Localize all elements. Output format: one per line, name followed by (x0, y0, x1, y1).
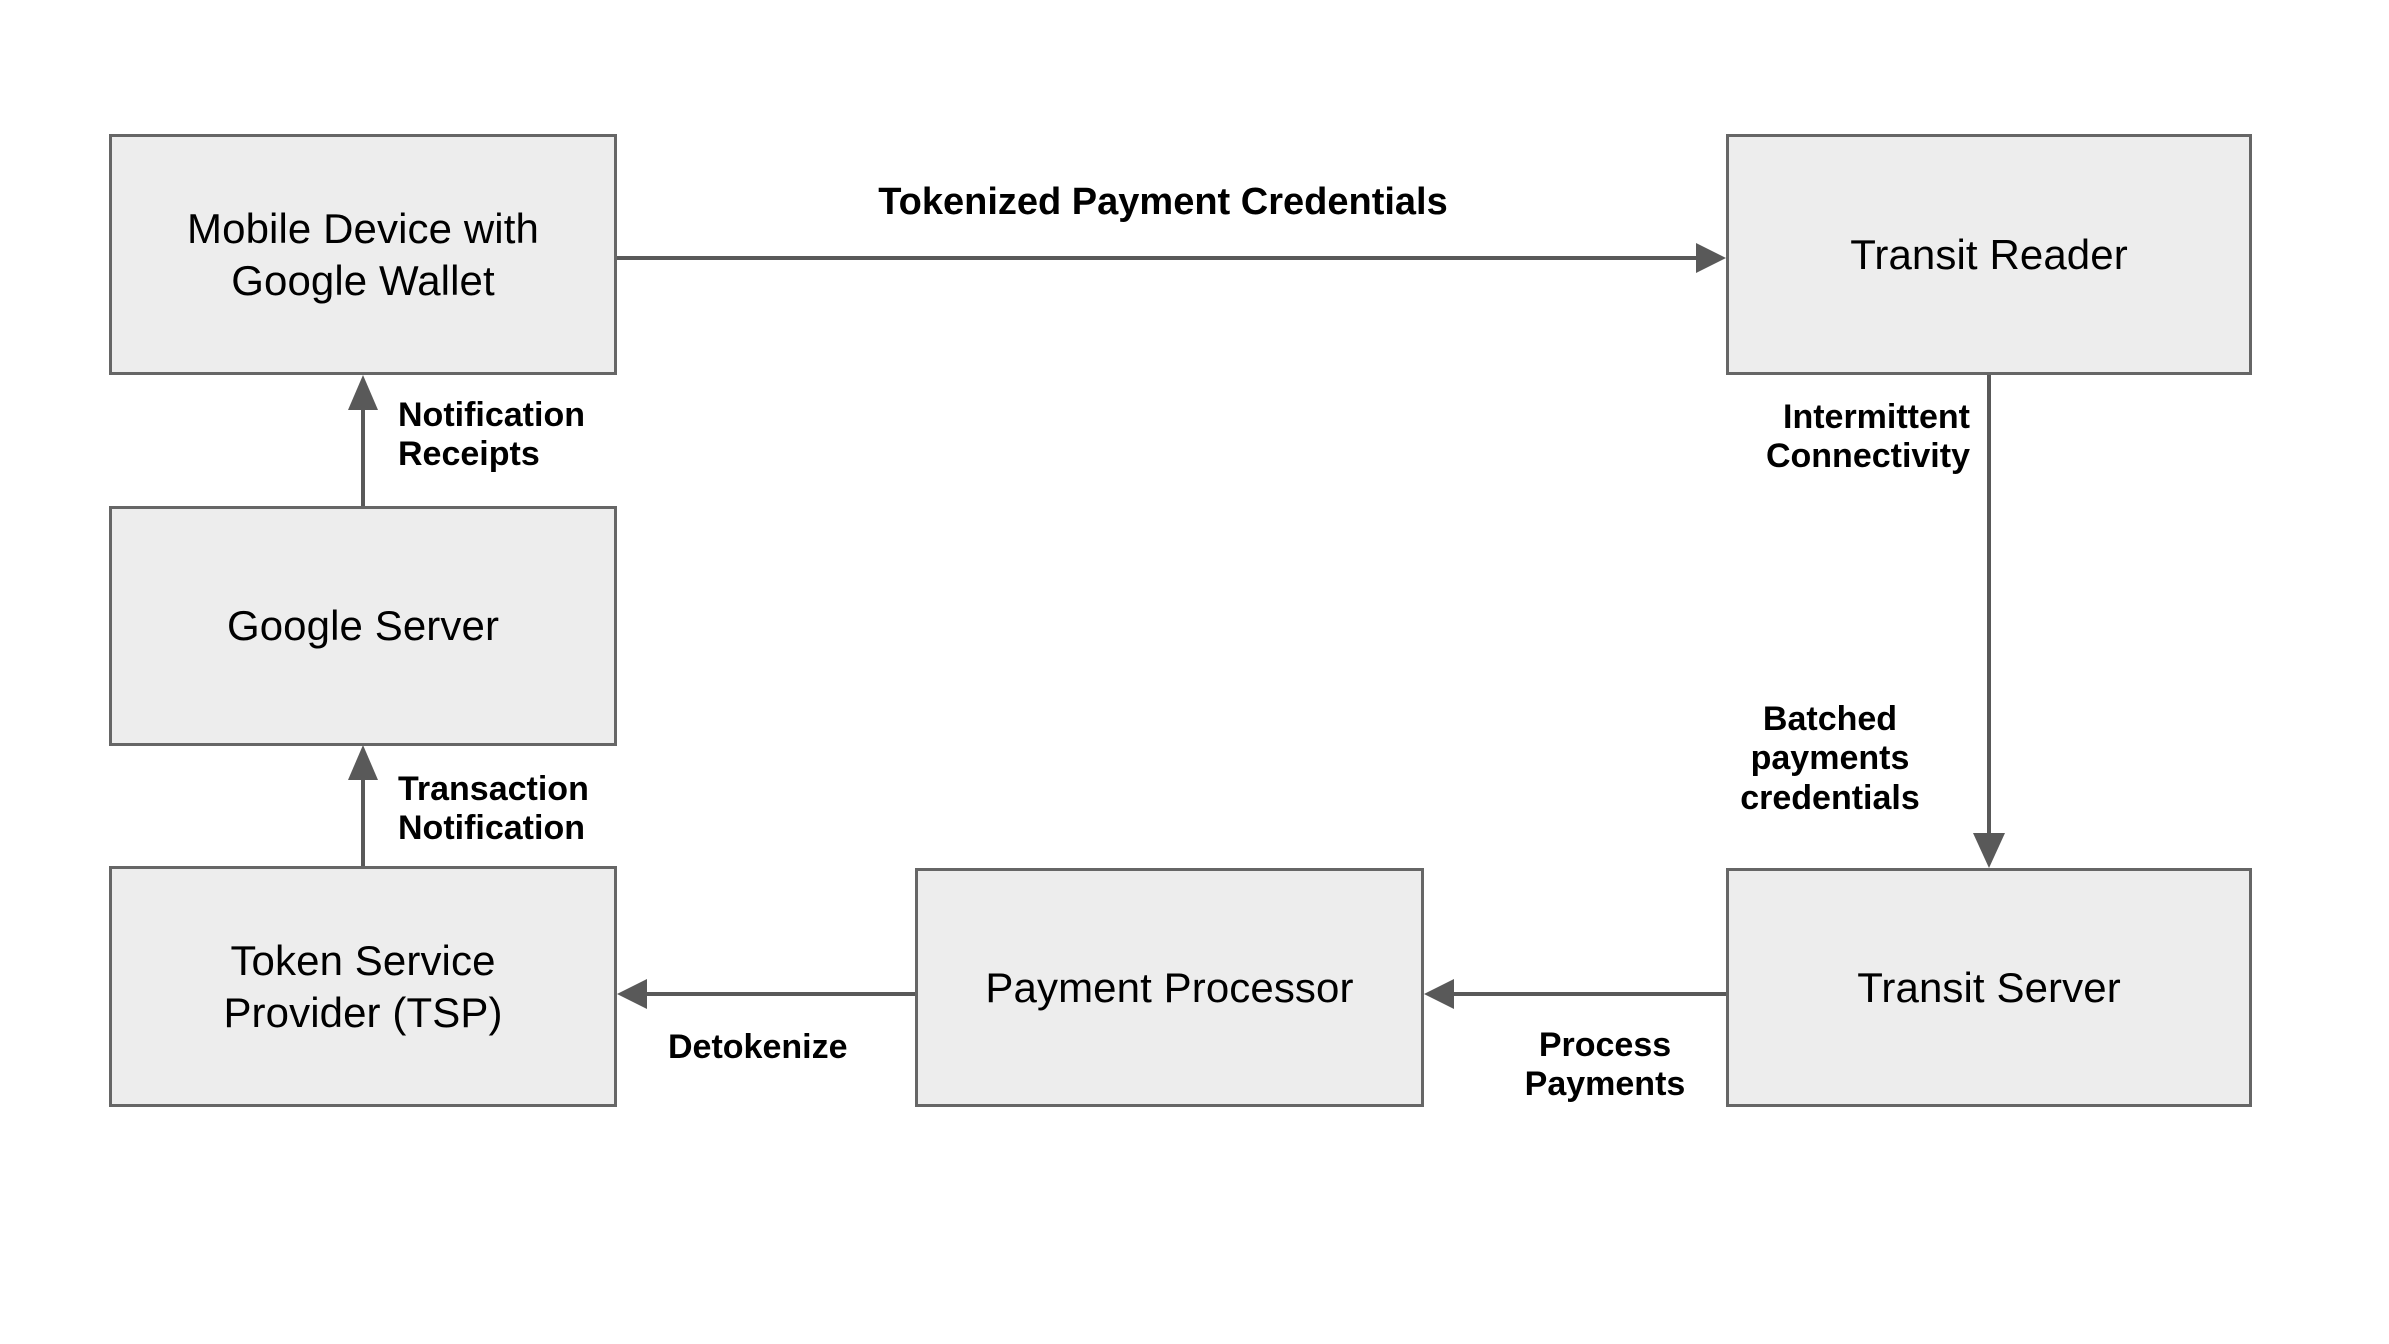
node-token-service-provider-label: Token Service Provider (TSP) (223, 937, 503, 1036)
node-mobile-device[interactable]: Mobile Device with Google Wallet (109, 134, 617, 375)
node-google-server[interactable]: Google Server (109, 506, 617, 746)
node-transit-reader[interactable]: Transit Reader (1726, 134, 2252, 375)
node-transit-reader-label: Transit Reader (1850, 230, 2128, 278)
edge-label-batched-payments-credentials: Batched payments credentials (1740, 700, 1920, 817)
edge-reader-to-server (1973, 375, 2005, 868)
edge-server-to-processor (1424, 979, 1726, 1009)
node-google-server-label: Google Server (226, 602, 500, 650)
edge-label-process-payments: Process Payments (1524, 1026, 1686, 1104)
edge-tsp-to-google-server (348, 745, 378, 866)
edge-mobile-to-reader (617, 243, 1726, 273)
edge-label-detokenize: Detokenize (668, 1028, 848, 1066)
node-mobile-device-label: Mobile Device with Google Wallet (187, 205, 539, 304)
node-payment-processor-label: Payment Processor (985, 963, 1354, 1011)
edge-google-server-to-mobile (348, 375, 378, 506)
node-token-service-provider[interactable]: Token Service Provider (TSP) (109, 866, 617, 1107)
edge-label-notification-receipts: Notification Receipts (398, 396, 585, 474)
edge-processor-to-tsp (617, 979, 915, 1009)
edge-label-intermittent-connectivity: Intermittent Connectivity (1765, 398, 1970, 476)
node-transit-server-label: Transit Server (1857, 963, 2121, 1011)
node-transit-server[interactable]: Transit Server (1726, 868, 2252, 1107)
node-payment-processor[interactable]: Payment Processor (915, 868, 1424, 1107)
edge-label-transaction-notification: Transaction Notification (398, 770, 589, 848)
edge-label-tokenized-payment-credentials: Tokenized Payment Credentials (878, 181, 1448, 223)
